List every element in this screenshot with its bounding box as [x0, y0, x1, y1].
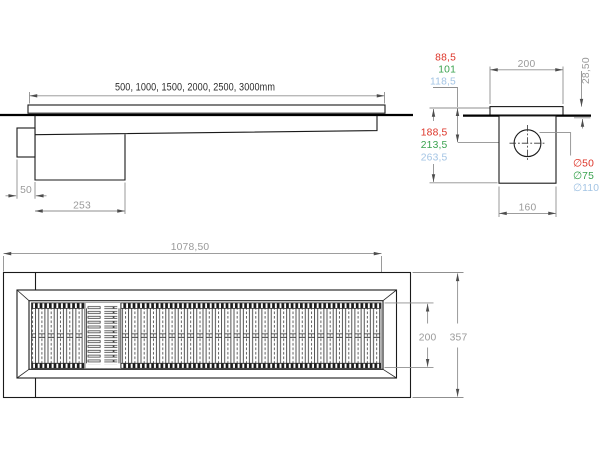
section-flange: [489, 106, 564, 116]
side-elevation-view: 500, 1000, 1500, 2000, 2500, 3000mm 50 2…: [0, 82, 413, 214]
dim-outlet-d110: ∅110: [573, 183, 599, 194]
dim-grate-width: 200: [419, 332, 437, 343]
dim-overall-length: 1078,50: [171, 242, 210, 253]
dim-depth-outlet-d110: 118,5: [430, 77, 456, 88]
dim-outlet-d50: ∅50: [573, 159, 594, 170]
sump-outline: [34, 115, 126, 181]
outlet-stub: [16, 127, 36, 158]
dim-edge-height: 28,50: [581, 57, 592, 84]
anti-slip-slots-left: [87, 305, 101, 365]
cross-section-view: 88,5 101 118,5 188,5 213,5 263,5 200 28,…: [421, 53, 599, 217]
anti-slip-section: [84, 302, 122, 369]
anti-slip-borders: [84, 303, 122, 369]
dim-total-depth-d50: 188,5: [421, 128, 448, 139]
plan-view: 1078,50 200 357: [2, 242, 468, 399]
grate-bottom-rail: [31, 363, 381, 369]
dim-top-width: 200: [518, 59, 536, 70]
dim-outlet-d75: ∅75: [573, 171, 594, 182]
dim-outlet-offset: 50: [20, 185, 32, 196]
length-options-label: 500, 1000, 1500, 2000, 2500, 3000mm: [115, 82, 275, 94]
grate-top-rail: [31, 303, 381, 309]
dim-total-depth-d75: 213,5: [421, 140, 448, 151]
dim-overall-width: 357: [450, 332, 468, 343]
dim-depth-outlet-d50: 88,5: [435, 53, 456, 64]
anti-slip-slots-right: [104, 305, 118, 365]
channel-sloped-bottom: [34, 116, 378, 136]
grate-top-plate: [27, 104, 386, 114]
diameter-leader: [539, 132, 572, 156]
dim-total-depth-d110: 263,5: [421, 153, 448, 164]
frame-miter-corners: [16, 289, 397, 379]
dim-sump-length: 253: [73, 200, 91, 211]
depth-outlet-leader: [433, 87, 458, 107]
dim-body-width: 160: [519, 203, 537, 214]
dim-depth-outlet-d75: 101: [438, 65, 456, 76]
